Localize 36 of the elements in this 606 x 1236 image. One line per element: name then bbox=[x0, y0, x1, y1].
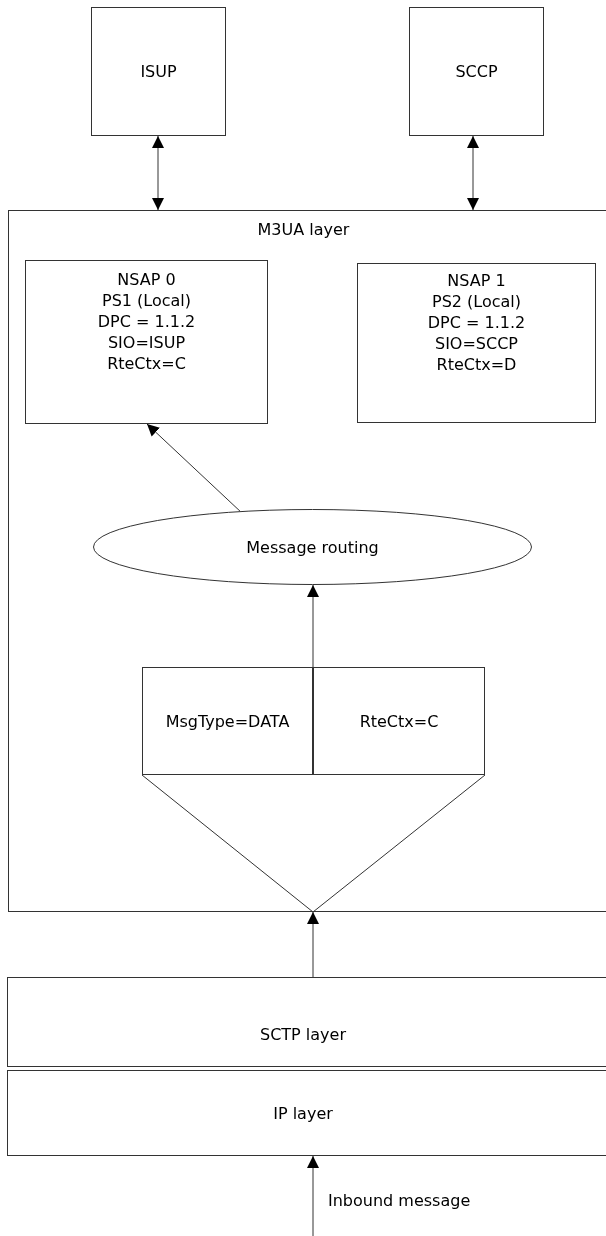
nsap-box bbox=[25, 260, 268, 424]
arrow bbox=[152, 135, 164, 211]
message-field-box bbox=[142, 667, 313, 775]
node-text: RteCtx=C bbox=[107, 353, 186, 374]
node-text: NSAP 1 bbox=[447, 270, 506, 291]
node-text: SIO=SCCP bbox=[435, 333, 518, 354]
node-text: PS2 (Local) bbox=[432, 291, 521, 312]
node-text: RteCtx=C bbox=[359, 710, 439, 732]
node-text: ISUP bbox=[140, 61, 177, 82]
node-text: SIO=ISUP bbox=[107, 332, 186, 353]
layer-panel bbox=[8, 210, 606, 912]
node-text: NSAP 0 bbox=[117, 269, 176, 290]
connector-line bbox=[141, 774, 314, 913]
layer-band bbox=[7, 977, 606, 1067]
node-text: DPC = 1.1.2 bbox=[427, 312, 526, 333]
node-text: SCTP layer bbox=[260, 1023, 346, 1045]
node-text: MsgType=DATA bbox=[165, 710, 290, 732]
protocol-box bbox=[91, 7, 226, 136]
routing-ellipse bbox=[93, 509, 532, 585]
message-field-box bbox=[313, 667, 485, 775]
node-text: Message routing bbox=[246, 536, 379, 558]
connector-line bbox=[312, 774, 486, 913]
arrow bbox=[307, 911, 319, 978]
node-text: M3UA layer bbox=[257, 219, 350, 240]
node-text: IP layer bbox=[273, 1102, 333, 1124]
node-text: DPC = 1.1.2 bbox=[97, 311, 196, 332]
node-text: PS1 (Local) bbox=[102, 290, 191, 311]
layer-band bbox=[7, 1070, 606, 1156]
nsap-box bbox=[357, 263, 596, 423]
node-text: SCCP bbox=[455, 61, 498, 82]
node-text: RteCtx=D bbox=[436, 354, 517, 375]
arrow bbox=[467, 135, 479, 211]
arrow bbox=[307, 584, 319, 668]
arrow bbox=[307, 1155, 319, 1236]
arrow bbox=[146, 423, 241, 512]
protocol-box bbox=[409, 7, 544, 136]
